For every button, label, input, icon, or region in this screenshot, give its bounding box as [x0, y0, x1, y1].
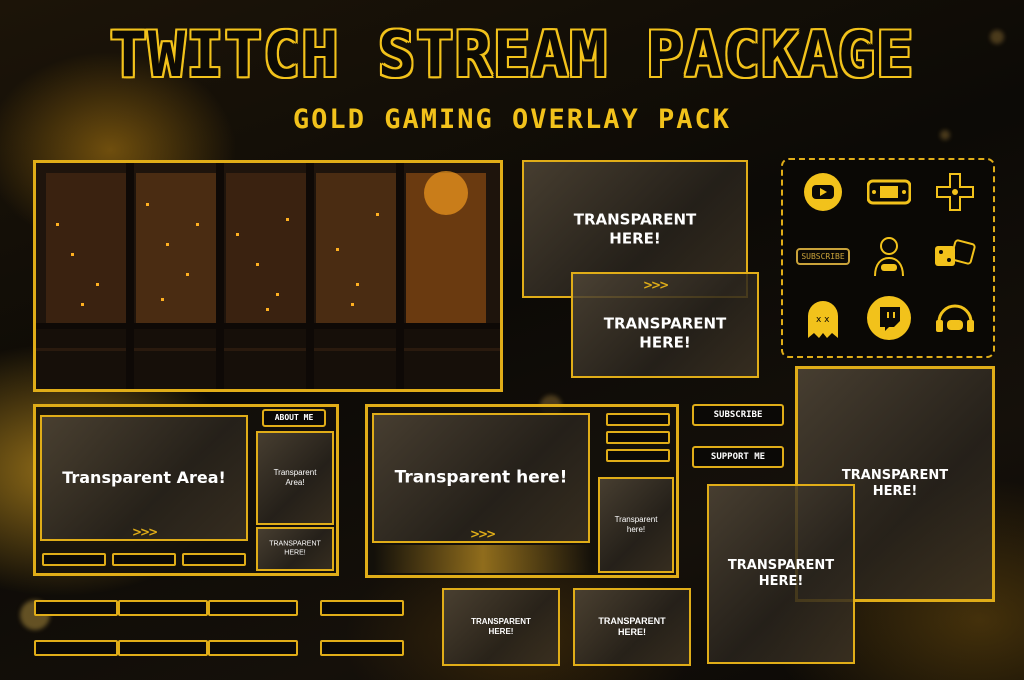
chevron-icon: >>>	[470, 527, 496, 541]
gold-wave-decoration	[374, 545, 592, 573]
twitch-icon	[865, 294, 913, 342]
bar-slot	[34, 600, 118, 616]
city-window-illustration	[36, 163, 500, 389]
transparent-frame-side-left: Transparent Area!	[256, 431, 334, 525]
support-me-button[interactable]: SUPPORT ME	[692, 446, 784, 468]
transparent-frame-webcam-b: >>> TRANSPARENT HERE!	[571, 272, 759, 378]
panel-label: Transparent here!	[394, 467, 568, 488]
bar-slot	[320, 600, 404, 616]
bokeh-light	[990, 30, 1004, 44]
transparent-frame-small-left: TRANSPARENT HERE!	[256, 527, 334, 571]
layout-left: Transparent Area! >>> ABOUT ME Transpare…	[33, 404, 339, 576]
icon-panel: SUBSCRIBE x x	[781, 158, 995, 358]
bar-slot	[606, 431, 670, 444]
transparent-frame-bottom-b: TRANSPARENT HERE!	[573, 588, 691, 666]
chevron-icon: >>>	[643, 278, 669, 292]
ghost-icon: x x	[799, 296, 847, 344]
subscribe-chip-text: SUBSCRIBE	[796, 247, 850, 265]
panel-label: Transparent here!	[614, 515, 658, 534]
bar-slot	[606, 413, 670, 426]
panel-label: Transparent Area!	[273, 468, 317, 487]
dpad-icon	[931, 168, 979, 216]
bar-slot	[606, 449, 670, 462]
panel-label: Transparent Area!	[62, 468, 226, 487]
gamer-character-icon	[865, 232, 913, 280]
bar-slot	[208, 640, 298, 656]
about-me-label: ABOUT ME	[262, 409, 326, 427]
bar-slot	[320, 640, 404, 656]
bar-slot	[34, 640, 118, 656]
subscribe-button[interactable]: SUBSCRIBE	[692, 404, 784, 426]
bar-slot	[118, 600, 208, 616]
transparent-frame-side-center: Transparent here!	[598, 477, 674, 573]
svg-text:x x: x x	[816, 315, 830, 325]
bar-slot	[182, 553, 246, 566]
transparent-frame-main-center: Transparent here! >>>	[372, 413, 590, 543]
panel-label: TRANSPARENT HERE!	[269, 540, 321, 556]
subscribe-click-icon: SUBSCRIBE	[795, 232, 851, 280]
transparent-frame-mid-right: TRANSPARENT HERE!	[707, 484, 855, 664]
transparent-frame-main-left: Transparent Area! >>>	[40, 415, 248, 541]
panel-label: TRANSPARENT HERE!	[573, 210, 697, 247]
transparent-frame-bottom-a: TRANSPARENT HERE!	[442, 588, 560, 666]
bar-slot	[118, 640, 208, 656]
bar-slot	[42, 553, 106, 566]
bar-slot	[112, 553, 176, 566]
scene-preview	[33, 160, 503, 392]
panel-label: TRANSPARENT HERE!	[841, 467, 949, 499]
bar-slot	[208, 600, 298, 616]
bokeh-light	[940, 130, 950, 140]
gameboy-icon	[865, 168, 913, 216]
page-title: TWITCH STREAM PACKAGE	[109, 18, 915, 91]
dice-icon	[931, 232, 979, 280]
panel-label: TRANSPARENT HERE!	[471, 617, 531, 636]
youtube-icon	[799, 168, 847, 216]
panel-label: TRANSPARENT HERE!	[603, 314, 727, 352]
panel-label: TRANSPARENT HERE!	[727, 557, 835, 589]
page-subtitle: GOLD GAMING OVERLAY PACK	[292, 104, 732, 135]
layout-center: Transparent here! >>> Transparent here!	[365, 404, 679, 578]
chevron-icon: >>>	[132, 525, 158, 539]
headset-controller-icon	[931, 294, 979, 342]
panel-label: TRANSPARENT HERE!	[598, 615, 666, 637]
